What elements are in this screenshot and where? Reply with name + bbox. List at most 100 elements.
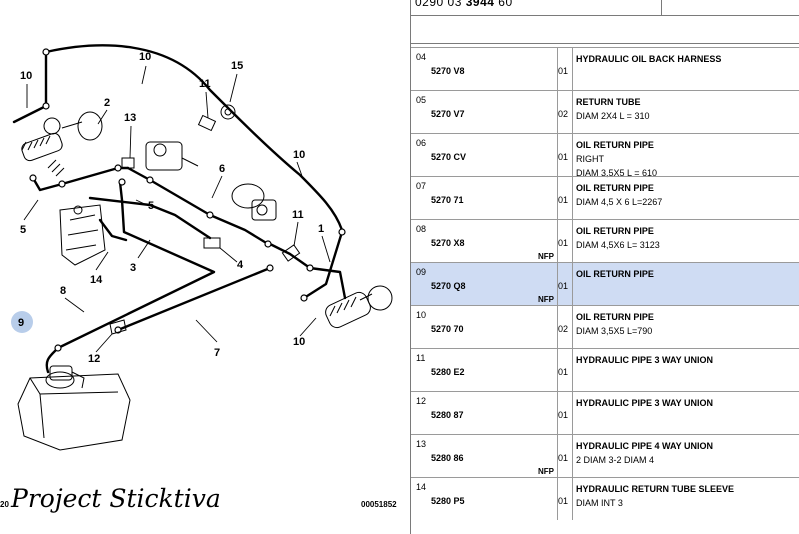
part-index: 10 — [416, 310, 427, 320]
part-reference[interactable]: 5280 86 — [431, 453, 464, 463]
quantity-cell: 01 — [557, 435, 573, 477]
part-reference[interactable]: 5270 70 — [431, 324, 464, 334]
part-detail: 2 DIAM 3-2 DIAM 4 — [576, 455, 655, 465]
part-index: 14 — [416, 482, 427, 492]
pipe-10-right — [302, 230, 344, 300]
part-id-cell: 13 5280 86 NFP — [411, 435, 558, 477]
part-index: 04 — [416, 52, 427, 62]
parts-list-panel: 0290 03 3944 60 04 5270 V8 01 HYDRAULIC … — [410, 0, 799, 534]
part-detail: DIAM INT 3 — [576, 498, 623, 508]
part-quantity: 01 — [558, 152, 569, 162]
diagram-edge-fragment: 20 — [0, 500, 9, 509]
bracket — [59, 204, 106, 266]
pipe-10-top — [44, 44, 344, 232]
part-quantity: 01 — [558, 410, 569, 420]
part-quantity: 01 — [558, 66, 569, 76]
part-title: HYDRAULIC RETURN TUBE SLEEVE — [576, 484, 735, 494]
part-quantity: 02 — [558, 109, 569, 119]
components — [17, 104, 393, 451]
pipe-ends — [29, 48, 346, 352]
parts-table-row[interactable]: 04 5270 V8 01 HYDRAULIC OIL BACK HARNESS — [411, 47, 799, 90]
part-description: HYDRAULIC PIPE 4 WAY UNION 2 DIAM 3-2 DI… — [576, 439, 796, 467]
parts-table-row[interactable]: 13 5280 86 NFP 01 HYDRAULIC PIPE 4 WAY U… — [411, 434, 799, 477]
part-reference[interactable]: 5270 V8 — [431, 66, 465, 76]
callout-13: 13 — [124, 112, 136, 124]
part-title: HYDRAULIC OIL BACK HARNESS — [576, 54, 722, 64]
part-reference[interactable]: 5270 CV — [431, 152, 467, 162]
part-detail: DIAM 4,5 X 6 L=2267 — [576, 197, 663, 207]
part-description: HYDRAULIC PIPE 3 WAY UNION — [576, 396, 796, 410]
part-description: RETURN TUBE DIAM 2X4 L = 310 — [576, 95, 796, 123]
part-quantity: 01 — [558, 496, 569, 506]
union-4 — [203, 237, 221, 249]
quantity-cell: 01 — [557, 349, 573, 391]
part-reference[interactable]: 5270 V7 — [431, 109, 465, 119]
part-index: 12 — [416, 396, 427, 406]
callout-10-bottom: 10 — [293, 336, 305, 348]
quantity-cell: 01 — [557, 392, 573, 434]
left-cylinder — [21, 111, 103, 177]
callouts: 10 10 15 11 2 13 6 10 5 5 11 1 4 14 3 8 … — [11, 51, 324, 365]
part-index: 09 — [416, 267, 427, 277]
quantity-cell: 01 — [557, 263, 573, 305]
part-id-cell: 04 5270 V8 — [411, 48, 558, 90]
quantity-cell: 02 — [557, 306, 573, 348]
parts-table-row[interactable]: 07 5270 71 01 OIL RETURN PIPE DIAM 4,5 X… — [411, 176, 799, 219]
part-reference[interactable]: 5270 Q8 — [431, 281, 466, 291]
parts-table-row[interactable]: 12 5280 87 01 HYDRAULIC PIPE 3 WAY UNION — [411, 391, 799, 434]
callout-9[interactable]: 9 — [11, 311, 33, 333]
nfp-badge: NFP — [538, 252, 554, 261]
reservoir — [17, 365, 131, 451]
union-11-right — [281, 244, 301, 262]
pipe-7 — [116, 266, 272, 332]
part-id-cell: 10 5270 70 — [411, 306, 558, 348]
part-title: OIL RETURN PIPE — [576, 183, 654, 193]
part-id-cell: 12 5280 87 — [411, 392, 558, 434]
callout-15: 15 — [231, 60, 243, 72]
part-id-cell: 14 5280 P5 — [411, 478, 558, 520]
callout-5-center: 5 — [148, 200, 154, 212]
quantity-cell: 02 — [557, 91, 573, 133]
part-reference[interactable]: 5280 87 — [431, 410, 464, 420]
part-reference[interactable]: 5280 P5 — [431, 496, 465, 506]
leader-lines — [23, 65, 331, 353]
callout-12: 12 — [88, 353, 100, 365]
callout-14: 14 — [90, 274, 103, 286]
part-reference[interactable]: 5270 X8 — [431, 238, 465, 248]
pipe-5b — [88, 196, 212, 240]
part-quantity: 01 — [558, 281, 569, 291]
part-id-cell: 11 5280 E2 — [411, 349, 558, 391]
parts-table-row[interactable]: 09 5270 Q8 NFP 01 OIL RETURN PIPE — [411, 262, 799, 305]
part-code-header: 0290 03 3944 60 — [411, 0, 799, 16]
callout-1: 1 — [318, 223, 324, 235]
part-quantity: 01 — [558, 367, 569, 377]
pipe-14 — [98, 218, 128, 242]
part-title: RETURN TUBE — [576, 97, 641, 107]
callout-10-left: 10 — [20, 70, 32, 82]
pipe-9 — [45, 346, 60, 374]
parts-table-row[interactable]: 14 5280 P5 01 HYDRAULIC RETURN TUBE SLEE… — [411, 477, 799, 520]
part-detail: DIAM 4,5X6 L= 3123 — [576, 240, 660, 250]
part-quantity: 01 — [558, 453, 569, 463]
parts-table-row[interactable]: 10 5270 70 02 OIL RETURN PIPE DIAM 3,5X5… — [411, 305, 799, 348]
parts-table-row[interactable]: 05 5270 V7 02 RETURN TUBE DIAM 2X4 L = 3… — [411, 90, 799, 133]
part-quantity: 01 — [558, 238, 569, 248]
parts-table-row[interactable]: 08 5270 X8 NFP 01 OIL RETURN PIPE DIAM 4… — [411, 219, 799, 262]
header-strip — [411, 16, 799, 44]
part-reference[interactable]: 5270 71 — [431, 195, 464, 205]
parts-table-row[interactable]: 11 5280 E2 01 HYDRAULIC PIPE 3 WAY UNION — [411, 348, 799, 391]
union-11-top — [197, 104, 236, 132]
part-detail: DIAM 3,5X5 L = 610 — [576, 168, 657, 178]
nfp-badge: NFP — [538, 467, 554, 476]
part-description: HYDRAULIC PIPE 3 WAY UNION — [576, 353, 796, 367]
part-index: 07 — [416, 181, 427, 191]
part-index: 05 — [416, 95, 427, 105]
part-id-cell: 09 5270 Q8 NFP — [411, 263, 558, 305]
part-detail: DIAM 3,5X5 L=790 — [576, 326, 653, 336]
callout-3: 3 — [130, 262, 136, 274]
part-title: OIL RETURN PIPE — [576, 269, 654, 279]
pipe-3 — [56, 180, 216, 350]
part-reference[interactable]: 5280 E2 — [431, 367, 465, 377]
part-id-cell: 08 5270 X8 NFP — [411, 220, 558, 262]
